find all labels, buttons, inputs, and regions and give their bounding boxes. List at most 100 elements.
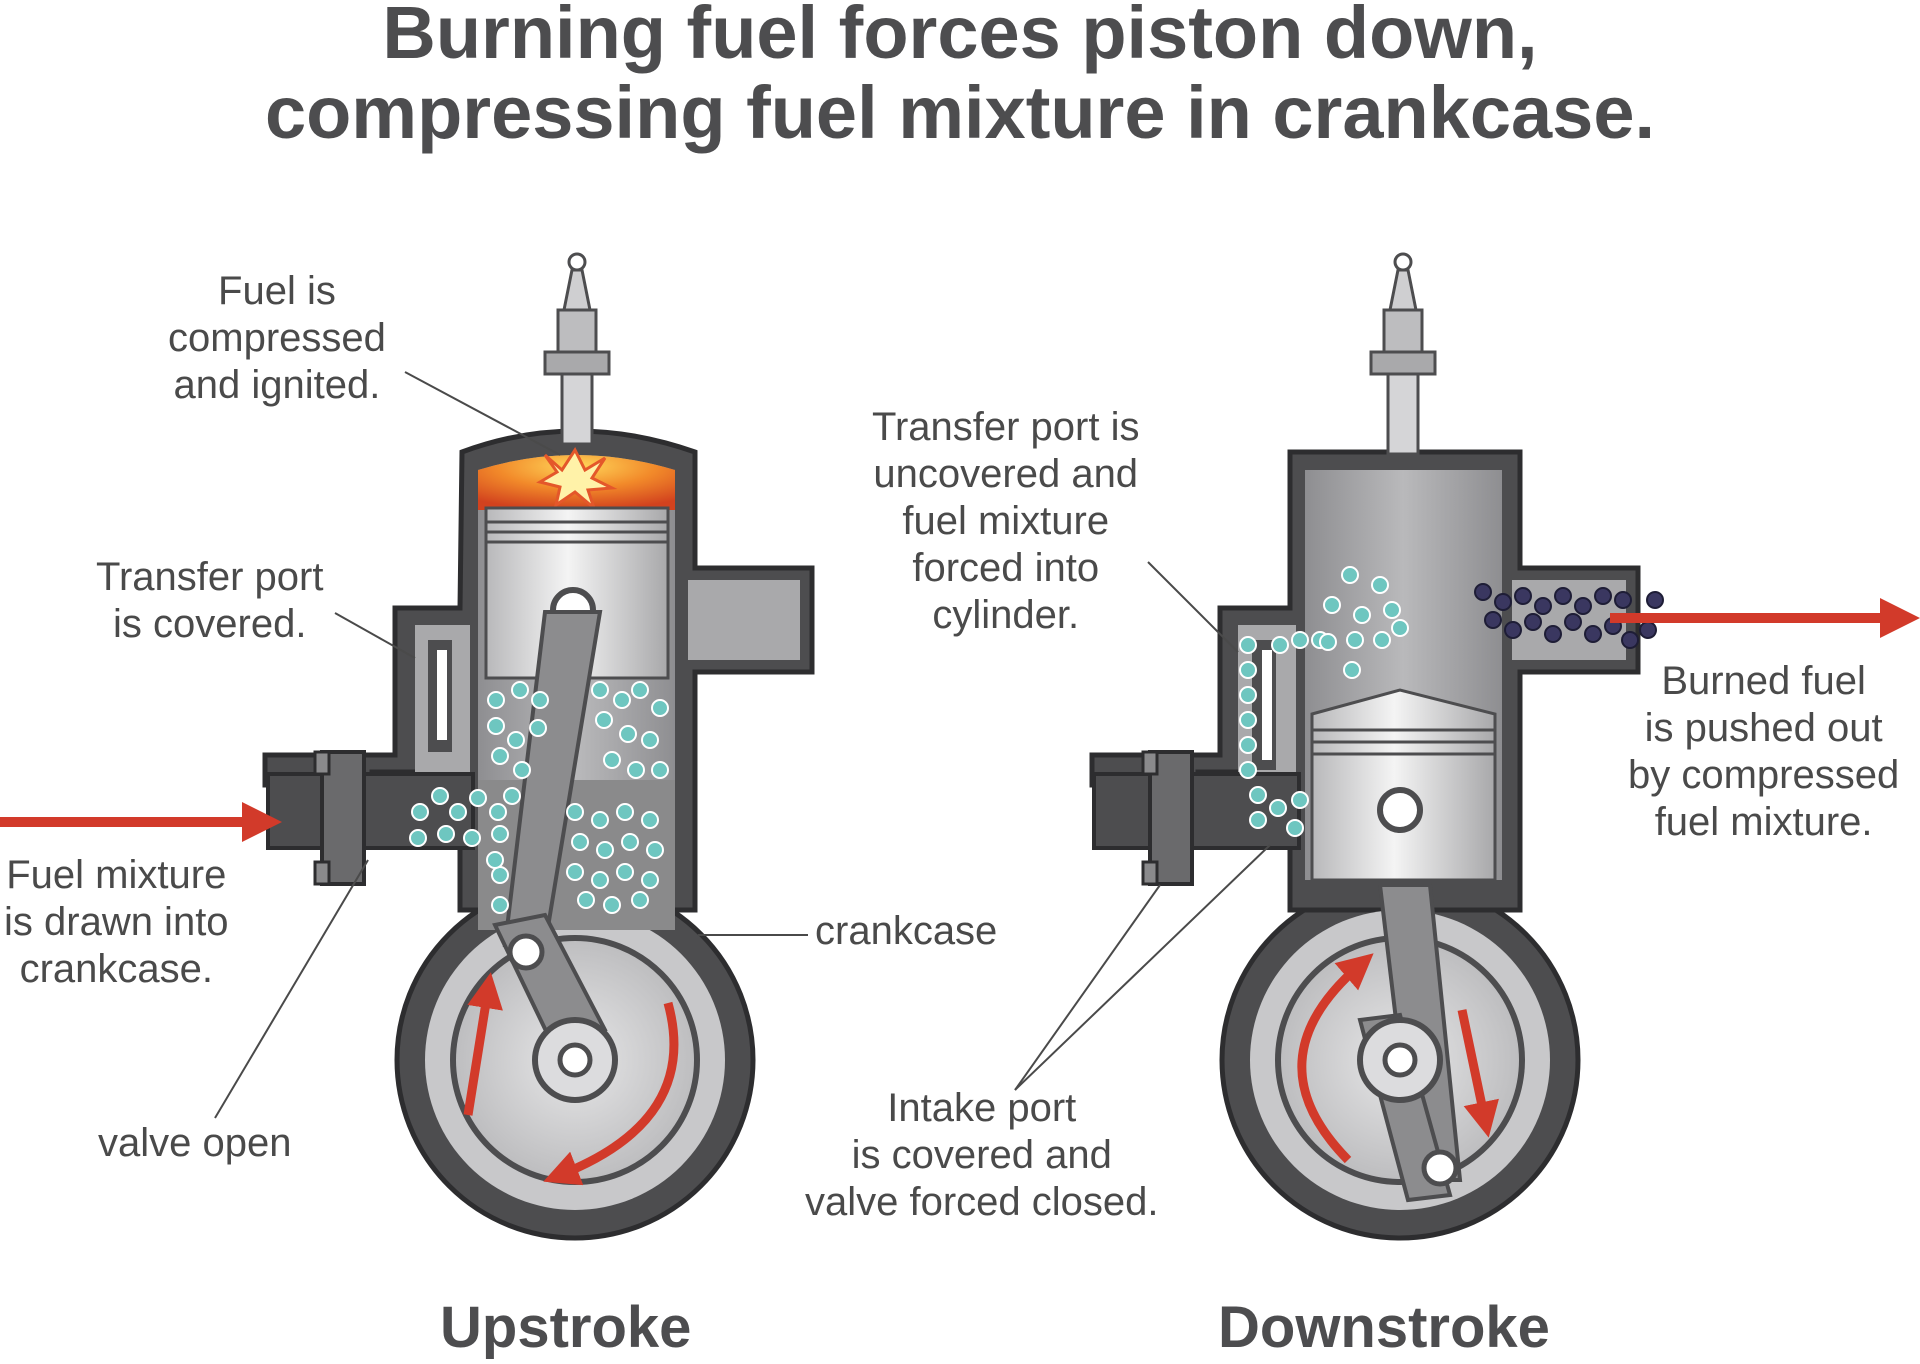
fuel-droplet [616,863,634,881]
fuel-droplet [619,725,637,743]
exhaust-particle [1524,613,1542,631]
downstroke-intake-pipe [1092,772,1301,850]
fuel-droplet [491,747,509,765]
exhaust-particle [1554,587,1572,605]
downstroke-fuel-droplets [1239,566,1409,837]
downstroke-spark-plug [1369,252,1437,456]
caption-downstroke: Downstroke [1218,1295,1550,1360]
fuel-droplet [1291,791,1309,809]
fuel-droplet [591,681,609,699]
exhaust-particle [1544,625,1562,643]
fuel-droplet [1323,596,1341,614]
fuel-droplet [603,896,621,914]
title-line-1: Burning fuel forces piston down, [382,0,1538,74]
fuel-droplet [1391,619,1409,637]
label-intake-port-covered: Intake port is covered and valve forced … [805,1086,1159,1224]
fuel-droplet [1239,661,1257,679]
exhaust-particle [1614,591,1632,609]
fuel-droplet [1341,566,1359,584]
label-transfer-port-covered: Transfer port is covered. [96,555,324,646]
upstroke-rotation-arrow-left [463,972,503,1116]
fuel-droplet [631,891,649,909]
fuel-droplet [603,751,621,769]
fuel-droplet [591,871,609,889]
label-fuel-mixture-drawn: Fuel mixture is drawn into crankcase. [4,853,229,991]
downstroke-exhaust-particles [1474,583,1664,649]
leader-lines [214,371,1271,1119]
fuel-droplet [1353,606,1371,624]
fuel-droplet [566,863,584,881]
fuel-droplet [491,866,509,884]
fuel-droplet [627,761,645,779]
fuel-droplet [1373,631,1391,649]
fuel-droplet [571,833,589,851]
fuel-droplet [641,871,659,889]
fuel-droplet [616,803,634,821]
fuel-droplet [1346,631,1364,649]
fuel-droplet [491,896,509,914]
upstroke-exhaust-channel [688,580,800,660]
fuel-droplet [1239,736,1257,754]
fuel-droplet [1239,686,1257,704]
fuel-droplet [591,811,609,829]
fuel-droplet [529,719,547,737]
fuel-droplet [486,851,504,869]
fuel-droplet [487,717,505,735]
caption-upstroke: Upstroke [440,1295,692,1360]
fuel-droplet [1239,711,1257,729]
fuel-droplet [595,711,613,729]
title-line-2: compressing fuel mixture in crankcase. [264,71,1656,154]
fuel-droplet [641,731,659,749]
fuel-droplet [411,803,429,821]
fuel-droplet [507,731,525,749]
exhaust-particle [1584,625,1602,643]
fuel-droplet [1383,601,1401,619]
upstroke-engine [262,252,815,1241]
fuel-droplet [596,841,614,859]
exhaust-particle [1504,621,1522,639]
fuel-droplet [566,803,584,821]
fuel-droplet [1371,576,1389,594]
exhaust-particle [1574,597,1592,615]
upstroke-rotation-arrow-right [543,1001,679,1186]
exhaust-particle [1494,593,1512,611]
fuel-droplet [613,691,631,709]
fuel-droplet [646,841,664,859]
exhaust-particle [1639,621,1657,639]
exhaust-particle [1621,631,1639,649]
fuel-droplet [487,691,505,709]
fuel-droplet [1271,636,1289,654]
fuel-droplet [491,825,509,843]
fuel-droplet [1286,819,1304,837]
fuel-droplet [437,825,455,843]
fuel-droplet [409,829,427,847]
fuel-droplet [1249,811,1267,829]
label-valve-open: valve open [98,1121,292,1165]
exhaust-particle [1484,611,1502,629]
downstroke-piston [1310,688,1497,882]
exhaust-particle [1474,583,1492,601]
fuel-droplet [1249,786,1267,804]
label-fuel-ignited: Fuel is compressed and ignited. [168,269,386,407]
fuel-droplet [1319,633,1337,651]
downstroke-rotation-arrow-right [1457,1009,1499,1138]
fuel-droplet [489,803,507,821]
label-crankcase: crankcase [815,909,998,953]
fuel-droplet [503,787,521,805]
fuel-droplet [621,833,639,851]
fuel-droplet [1269,799,1287,817]
upstroke-spark-plug [543,252,611,446]
exhaust-particle [1594,587,1612,605]
fuel-droplet [531,691,549,709]
downstroke-engine [1089,252,1641,1241]
label-burned-fuel: Burned fuel is pushed out by compressed … [1628,659,1900,844]
fuel-droplet [577,891,595,909]
fuel-droplet [1291,631,1309,649]
fuel-droplet [431,787,449,805]
exhaust-particle [1564,613,1582,631]
fuel-droplet [1343,661,1361,679]
fuel-droplet [449,803,467,821]
exhaust-particle [1514,587,1532,605]
label-transfer-port-uncovered: Transfer port is uncovered and fuel mixt… [872,405,1140,637]
